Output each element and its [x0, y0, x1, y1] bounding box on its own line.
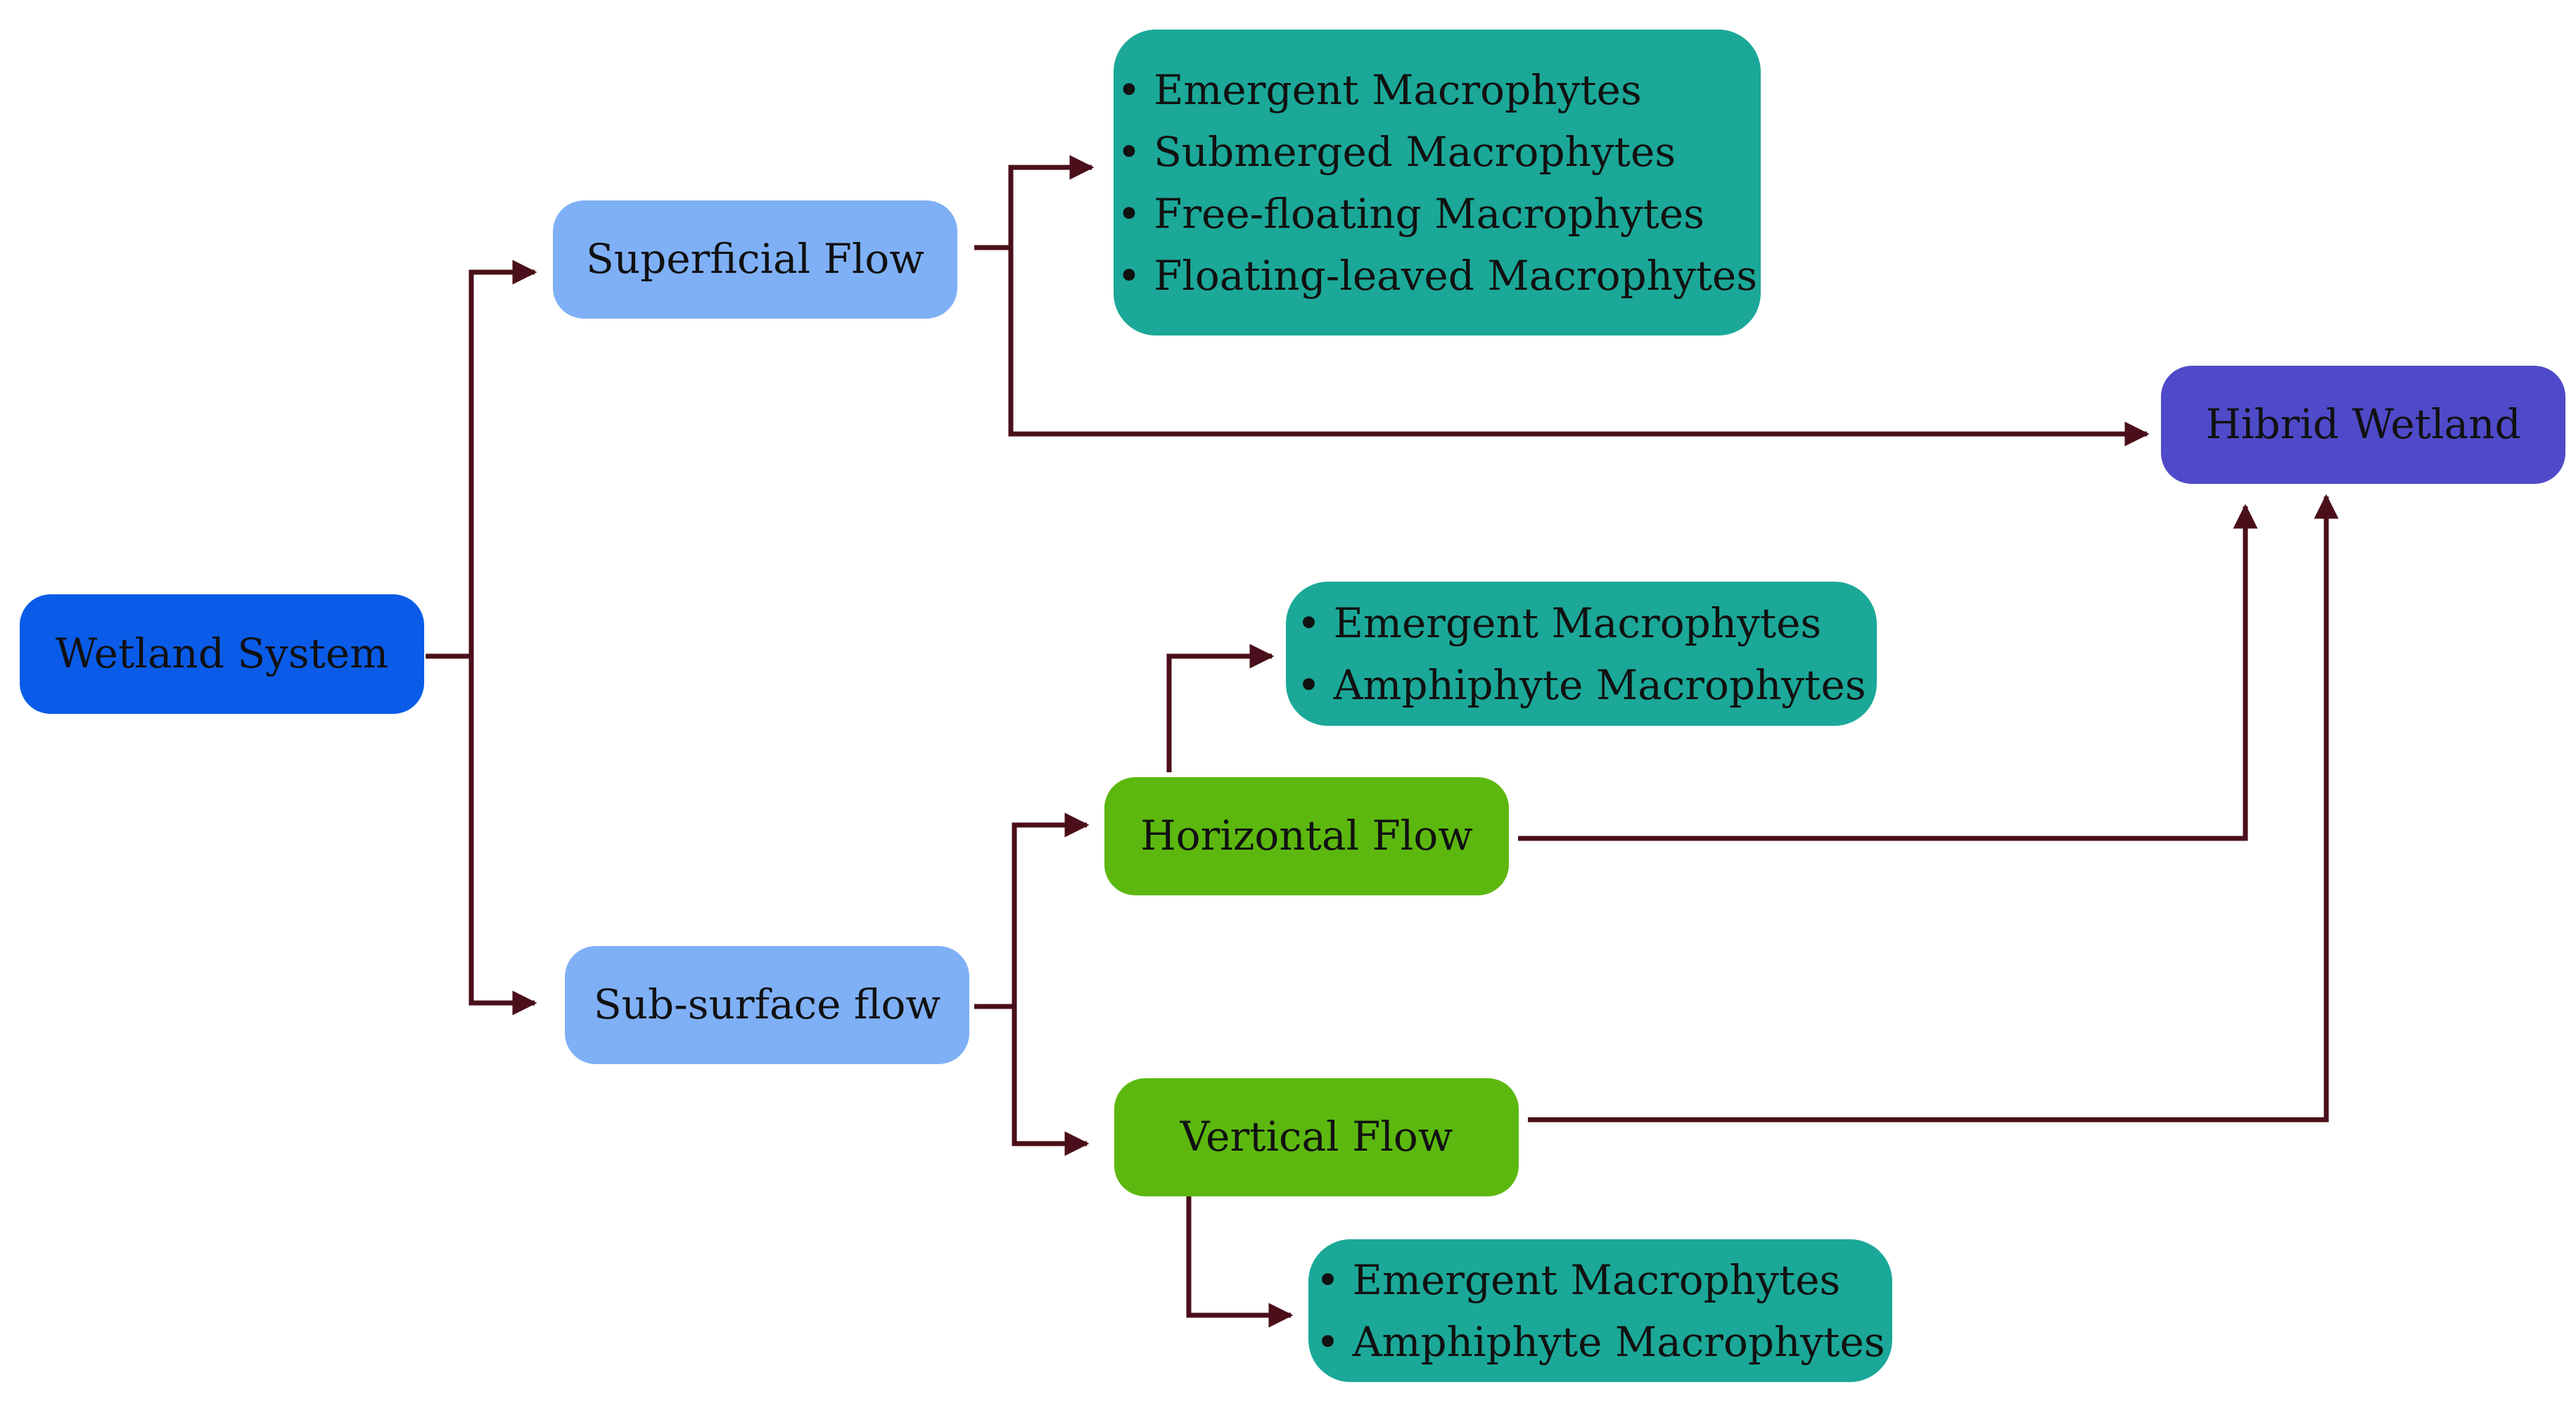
arrow-wetland-to-subsurface [468, 656, 537, 1016]
species-label: Amphiphyte Macrophytes [1352, 1317, 1885, 1366]
superficial-flow-label: Superficial Flow [586, 235, 924, 283]
horizontal-species-list: •Emergent Macrophytes •Amphiphyte Macrop… [1286, 582, 1877, 726]
species-label: Free-floating Macrophytes [1154, 189, 1704, 238]
vertical-flow-node: Vertical Flow [1114, 1078, 1519, 1196]
hybrid-wetland-label: Hibrid Wetland [2205, 400, 2521, 449]
superficial-flow-node: Superficial Flow [553, 200, 957, 319]
subsurface-flow-label: Sub-surface flow [593, 980, 941, 1029]
bullet-glyph: • [1315, 1317, 1340, 1366]
bullet-glyph: • [1116, 65, 1142, 114]
list-item: •Free-floating Macrophytes [1117, 183, 1757, 245]
list-item: •Floating-leaved Macrophytes [1117, 245, 1757, 307]
horizontal-flow-label: Horizontal Flow [1140, 812, 1473, 860]
list-item: •Emergent Macrophytes [1117, 59, 1757, 121]
bullet-glyph: • [1116, 189, 1142, 238]
bullet-glyph: • [1296, 660, 1321, 709]
list-item: •Emergent Macrophytes [1296, 592, 1866, 654]
species-label: Emergent Macrophytes [1154, 65, 1642, 114]
arrow-vertical-to-hybrid [1528, 494, 2339, 1123]
species-label: Emergent Macrophytes [1352, 1255, 1841, 1304]
arrow-subsurface-to-vertical [1012, 1006, 1090, 1156]
arrow-superficial-to-hybrid [1008, 248, 2150, 447]
bullet-glyph: • [1315, 1255, 1340, 1304]
vertical-flow-label: Vertical Flow [1180, 1113, 1453, 1161]
vertical-species-list: •Emergent Macrophytes •Amphiphyte Macrop… [1308, 1239, 1892, 1382]
horizontal-flow-node: Horizontal Flow [1104, 777, 1509, 895]
wetland-system-label: Wetland System [55, 629, 389, 678]
subsurface-flow-node: Sub-surface flow [565, 946, 969, 1064]
list-item: •Amphiphyte Macrophytes [1296, 654, 1866, 716]
list-item: •Submerged Macrophytes [1117, 121, 1757, 183]
species-label: Floating-leaved Macrophytes [1154, 251, 1758, 300]
arrow-superficial-to-species [1008, 155, 1095, 248]
hybrid-wetland-node: Hibrid Wetland [2161, 366, 2565, 484]
wetland-system-node: Wetland System [20, 594, 424, 714]
arrow-horizontal-to-hybrid [1518, 504, 2258, 841]
arrow-subsurface-to-horizontal [1012, 812, 1090, 1006]
species-label: Submerged Macrophytes [1154, 127, 1676, 176]
species-label: Emergent Macrophytes [1333, 599, 1822, 647]
arrow-vertical-to-species [1186, 1196, 1294, 1328]
bullet-glyph: • [1296, 599, 1321, 647]
bullet-glyph: • [1116, 127, 1142, 176]
species-label: Amphiphyte Macrophytes [1333, 660, 1866, 709]
list-item: •Emergent Macrophytes [1315, 1249, 1885, 1311]
arrow-horizontal-to-species [1166, 644, 1275, 772]
superficial-species-list: •Emergent Macrophytes •Submerged Macroph… [1114, 30, 1761, 335]
bullet-glyph: • [1116, 251, 1142, 300]
arrow-wetland-to-superficial [468, 260, 537, 656]
list-item: •Amphiphyte Macrophytes [1315, 1311, 1885, 1373]
